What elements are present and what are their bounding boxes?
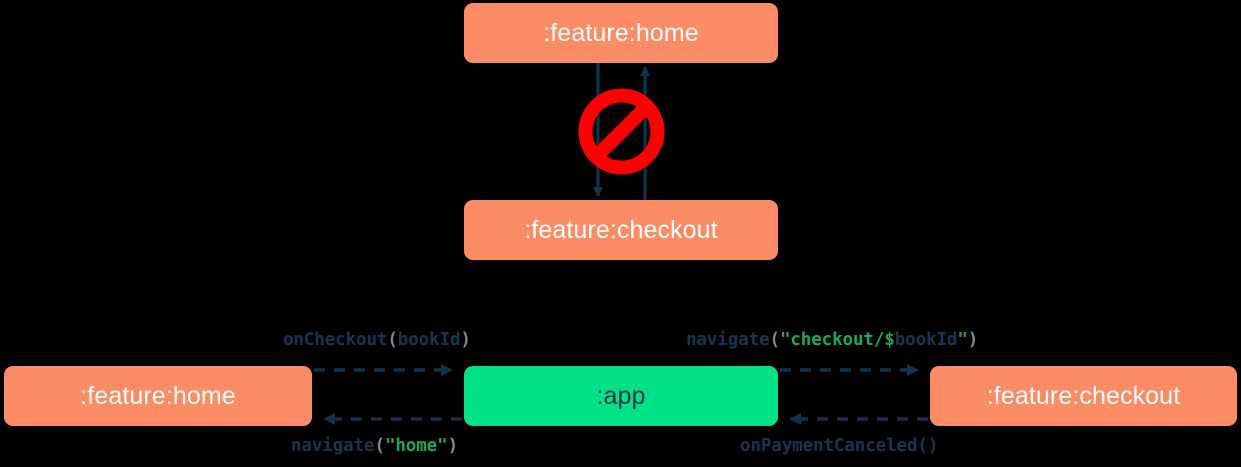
node-label: :feature:checkout	[524, 215, 718, 244]
node-feature-checkout-bottom[interactable]: :feature:checkout	[930, 366, 1237, 426]
code-token-paren: (	[769, 330, 781, 350]
node-feature-home-bottom[interactable]: :feature:home	[4, 366, 312, 426]
node-feature-home-top[interactable]: :feature:home	[464, 3, 778, 63]
code-token-fn: navigate	[686, 330, 770, 350]
edge-label-navigate-checkout: navigate("checkout/$bookId")	[686, 330, 979, 350]
code-token-fn: onPaymentCanceled()	[740, 436, 939, 456]
code-token-fn: navigate	[291, 436, 375, 456]
code-token-fn: onCheckout	[283, 330, 388, 350]
node-label: :app	[596, 381, 646, 410]
node-label: :feature:home	[80, 381, 236, 410]
edge-label-on-checkout: onCheckout(bookId)	[283, 330, 471, 350]
node-label: :feature:checkout	[986, 381, 1181, 410]
code-token-str: "checkout/$	[779, 330, 895, 350]
edge-label-navigate-home: navigate("home")	[291, 436, 459, 456]
code-token-str: "home"	[384, 436, 448, 456]
code-token-paren: )	[447, 436, 459, 456]
node-label: :feature:home	[543, 18, 699, 47]
no-entry-icon	[578, 88, 665, 175]
code-token-paren: )	[967, 330, 979, 350]
code-token-paren: )	[460, 330, 471, 350]
code-token-var: bookId	[894, 330, 958, 350]
code-token-var: bookId	[397, 330, 461, 350]
node-feature-checkout-top[interactable]: :feature:checkout	[464, 200, 778, 260]
edge-label-on-payment-canceled: onPaymentCanceled()	[740, 436, 939, 456]
code-token-paren: (	[374, 436, 386, 456]
code-token-str: "	[957, 330, 968, 350]
node-app[interactable]: :app	[464, 366, 778, 426]
code-token-paren: (	[387, 330, 398, 350]
